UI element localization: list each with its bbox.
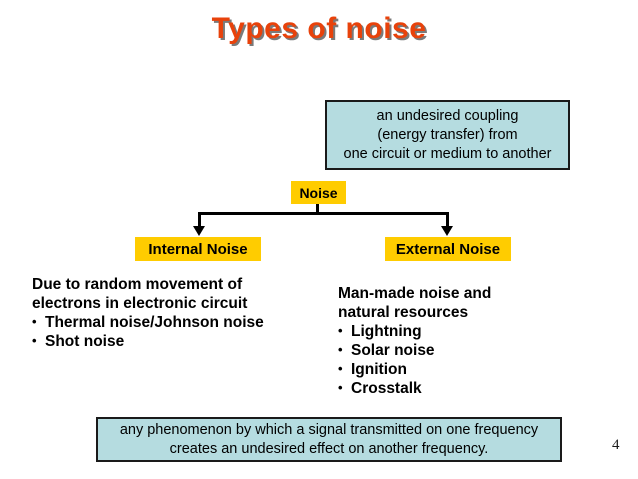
- node-external-noise: External Noise: [385, 237, 511, 261]
- noise-definition-line-3: one circuit or medium to another: [343, 145, 552, 162]
- list-item: Shot noise: [32, 331, 332, 351]
- noise-definition-line-1: an undesired coupling: [376, 107, 519, 124]
- external-noise-bullet-list: Lightning Solar noise Ignition Crosstalk: [338, 321, 588, 398]
- noise-definition-line-2: (energy transfer) from: [377, 126, 518, 143]
- external-noise-lead-line-2: natural resources: [338, 304, 469, 321]
- crosstalk-definition-line-1: any phenomenon by which a signal transmi…: [119, 421, 539, 438]
- list-item: Lightning: [338, 321, 588, 341]
- arrow-down-icon-right: [441, 226, 453, 236]
- connector-left-drop: [198, 212, 201, 227]
- internal-noise-description: Due to random movement of electrons in e…: [32, 275, 332, 351]
- external-noise-lead-line-1: Man-made noise and: [338, 285, 492, 302]
- connector-right-drop: [446, 212, 449, 227]
- page-title: Types of noise: [211, 12, 427, 45]
- list-item: Solar noise: [338, 340, 588, 360]
- noise-definition-callout: an undesired coupling (energy transfer) …: [325, 100, 570, 170]
- node-internal-noise: Internal Noise: [135, 237, 261, 261]
- connector-stem: [316, 204, 319, 215]
- internal-noise-lead-line-1: Due to random movement of: [32, 276, 243, 293]
- page-number: 4: [612, 437, 620, 453]
- internal-noise-lead-line-2: electrons in electronic circuit: [32, 295, 248, 312]
- node-noise: Noise: [291, 181, 346, 204]
- arrow-down-icon-left: [193, 226, 205, 236]
- list-item: Ignition: [338, 359, 588, 379]
- list-item: Thermal noise/Johnson noise: [32, 312, 332, 332]
- external-noise-description: Man-made noise and natural resources Lig…: [338, 284, 588, 398]
- list-item: Crosstalk: [338, 378, 588, 398]
- connector-horizontal-bus: [199, 212, 449, 215]
- crosstalk-definition-line-2: creates an undesired effect on another f…: [169, 440, 489, 457]
- internal-noise-bullet-list: Thermal noise/Johnson noise Shot noise: [32, 312, 332, 351]
- crosstalk-definition-callout: any phenomenon by which a signal transmi…: [96, 417, 562, 462]
